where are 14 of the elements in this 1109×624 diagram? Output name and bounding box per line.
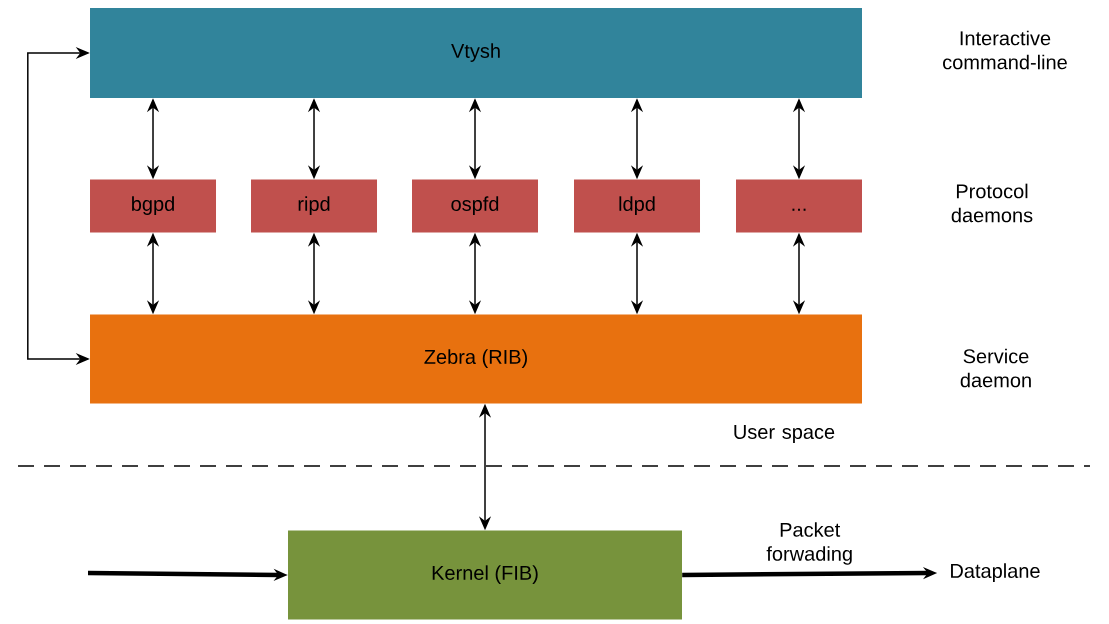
text-label: Service daemon <box>960 348 1031 388</box>
process-box: Zebra (RIB) <box>90 314 862 404</box>
process-box: Kernel (FIB) <box>288 530 682 620</box>
edge-label: Packet forwading <box>766 522 852 565</box>
text-label: Protocol daemons <box>951 183 1033 223</box>
process-box: ospfd <box>412 179 538 233</box>
text-label: Dataplane <box>951 563 1040 582</box>
text-label: Interactive command-line <box>943 30 1067 70</box>
process-box: ... <box>736 179 862 233</box>
process-box: Vtysh <box>90 8 862 98</box>
process-box: bgpd <box>90 179 216 233</box>
process-box: ldpd <box>574 179 700 233</box>
process-box: ripd <box>251 179 377 233</box>
text-label: User space <box>734 425 835 443</box>
